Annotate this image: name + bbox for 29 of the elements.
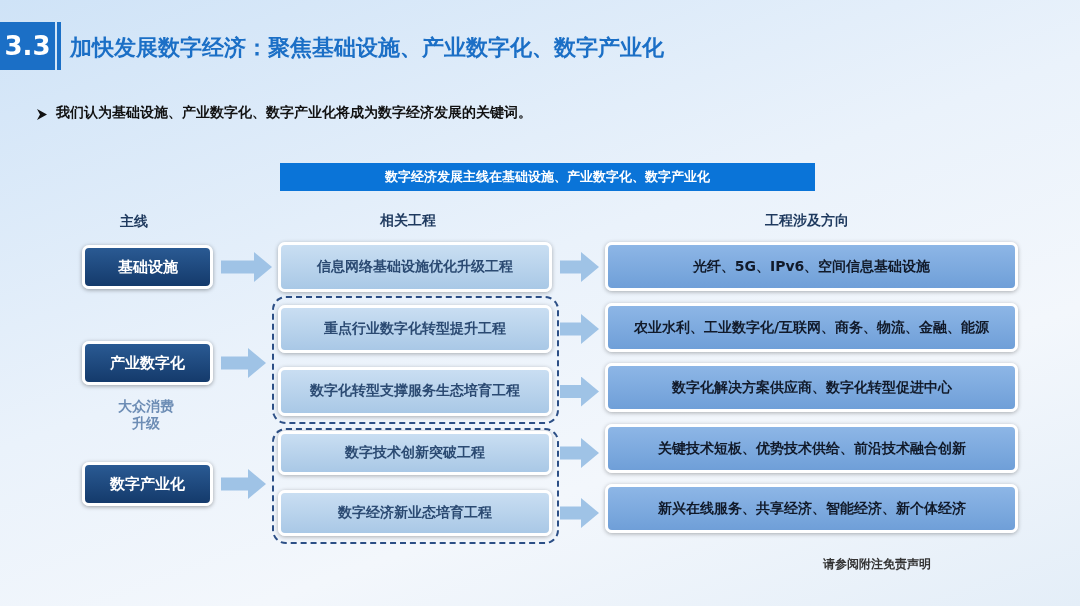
direction-box: 关键技术短板、优势技术供给、前沿技术融合创新 bbox=[605, 424, 1018, 473]
disclaimer-note: 请参阅附注免责声明 bbox=[823, 556, 931, 573]
block-arrow bbox=[560, 438, 599, 468]
block-arrow bbox=[560, 314, 599, 344]
direction-box: 光纤、5G、IPv6、空间信息基础设施 bbox=[605, 242, 1018, 291]
direction-box: 新兴在线服务、共享经济、智能经济、新个体经济 bbox=[605, 484, 1018, 533]
dashed-group-frame bbox=[272, 296, 559, 424]
slide-title: 加快发展数字经济：聚焦基础设施、产业数字化、数字产业化 bbox=[70, 34, 664, 62]
project-box: 数字技术创新突破工程 bbox=[277, 430, 552, 475]
column-heading: 主线 bbox=[120, 213, 148, 231]
project-box: 重点行业数字化转型提升工程 bbox=[277, 304, 552, 353]
block-arrow bbox=[560, 376, 599, 407]
block-arrow bbox=[560, 252, 599, 282]
dashed-group-frame bbox=[272, 428, 559, 544]
bullet-text: 我们认为基础设施、产业数字化、数字产业化将成为数字经济发展的关键词。 bbox=[56, 104, 532, 122]
project-box: 数字经济新业态培育工程 bbox=[277, 489, 552, 536]
direction-box: 农业水利、工业数字化/互联网、商务、物流、金融、能源 bbox=[605, 303, 1018, 352]
project-box: 信息网络基础设施优化升级工程 bbox=[278, 242, 552, 292]
section-number: 3.3 bbox=[0, 22, 55, 70]
column-heading: 工程涉及方向 bbox=[765, 212, 849, 230]
direction-box: 数字化解决方案供应商、数字化转型促进中心 bbox=[605, 363, 1018, 412]
faint-text: 大众消费升级 bbox=[117, 398, 175, 432]
column-heading: 相关工程 bbox=[380, 212, 436, 230]
block-arrow bbox=[221, 348, 266, 378]
block-arrow bbox=[221, 252, 272, 282]
banner-heading: 数字经济发展主线在基础设施、产业数字化、数字产业化 bbox=[280, 163, 815, 191]
block-arrow bbox=[560, 498, 599, 528]
project-box: 数字化转型支撑服务生态培育工程 bbox=[277, 366, 552, 416]
block-arrow bbox=[221, 469, 266, 499]
